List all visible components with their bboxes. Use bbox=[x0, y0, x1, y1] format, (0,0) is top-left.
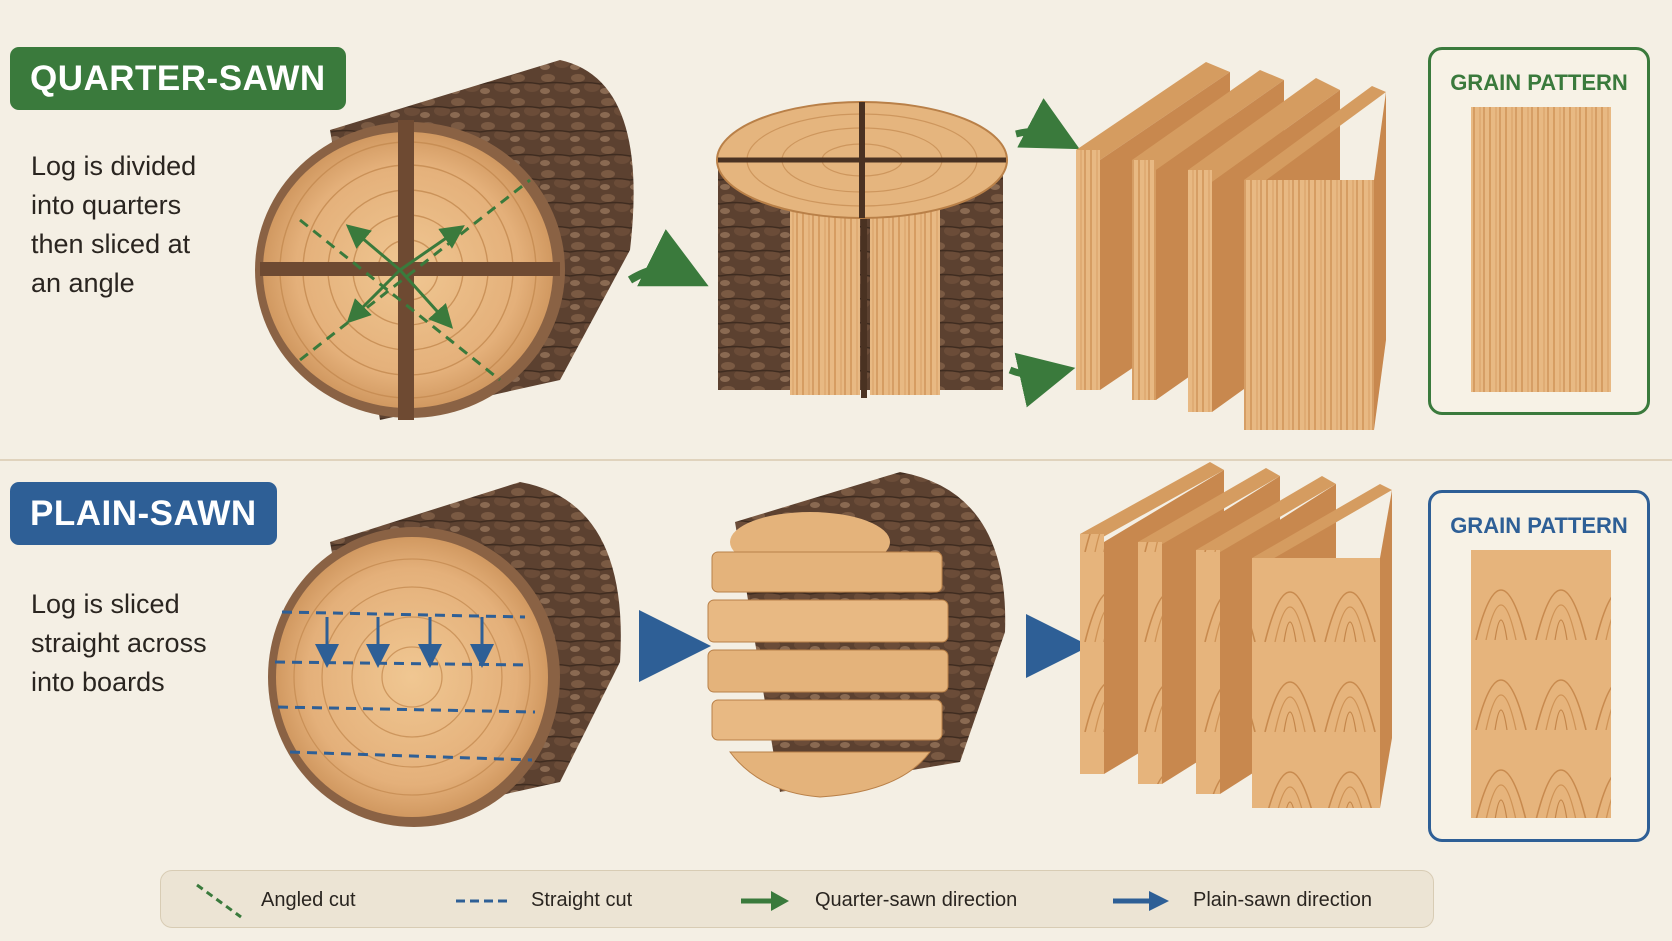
quarter-grain-title: GRAIN PATTERN bbox=[1450, 70, 1628, 95]
arrow-right-icon bbox=[1015, 98, 1080, 150]
legend-straight-cut: Straight cut bbox=[531, 889, 633, 911]
dashed-line-icon bbox=[456, 899, 512, 903]
legend-quarter-sawn-direction: Quarter-sawn direction bbox=[815, 889, 1018, 911]
dashed-diagonal-icon bbox=[196, 883, 242, 919]
plain-grain-title: GRAIN PATTERN bbox=[1450, 513, 1628, 538]
arrow-right-icon bbox=[1008, 352, 1076, 408]
quarter-boards-icon bbox=[1076, 62, 1386, 430]
plain-grain-pattern-panel: GRAIN PATTERN bbox=[1428, 490, 1650, 842]
quarter-sawn-description: Log is divided into quarters then sliced… bbox=[31, 151, 197, 298]
legend: Angled cut Straight cut Quarter-sawn dir… bbox=[160, 870, 1434, 928]
plain-boards-icon bbox=[1080, 462, 1392, 808]
quartered-log-icon bbox=[716, 101, 1008, 398]
plain-sawn-description: Log is sliced straight across into board… bbox=[31, 589, 207, 697]
quarter-log-icon bbox=[255, 60, 634, 420]
arrow-right-icon bbox=[627, 229, 709, 287]
quarter-sawn-badge: QUARTER-SAWN bbox=[10, 47, 346, 110]
legend-plain-sawn-direction: Plain-sawn direction bbox=[1193, 889, 1372, 911]
quarter-sawn-section: QUARTER-SAWN Log is divided into quarter… bbox=[0, 0, 1672, 460]
plain-sawn-illustration bbox=[268, 462, 1392, 827]
plain-sawn-section: PLAIN-SAWN Log is sliced straight across… bbox=[0, 462, 1672, 862]
quarter-sawn-illustration bbox=[255, 60, 1386, 430]
plain-log-icon bbox=[268, 482, 621, 827]
plain-sawn-badge: PLAIN-SAWN bbox=[10, 482, 277, 545]
quarter-grain-pattern-panel: GRAIN PATTERN bbox=[1428, 47, 1650, 415]
arrow-right-icon bbox=[1113, 891, 1169, 911]
quarter-grain-swatch bbox=[1471, 107, 1611, 392]
arrow-right-icon bbox=[741, 891, 789, 911]
legend-angled-cut: Angled cut bbox=[261, 889, 356, 911]
section-divider bbox=[0, 459, 1672, 461]
sliced-log-icon bbox=[707, 472, 1006, 798]
plain-grain-swatch bbox=[1471, 550, 1611, 818]
